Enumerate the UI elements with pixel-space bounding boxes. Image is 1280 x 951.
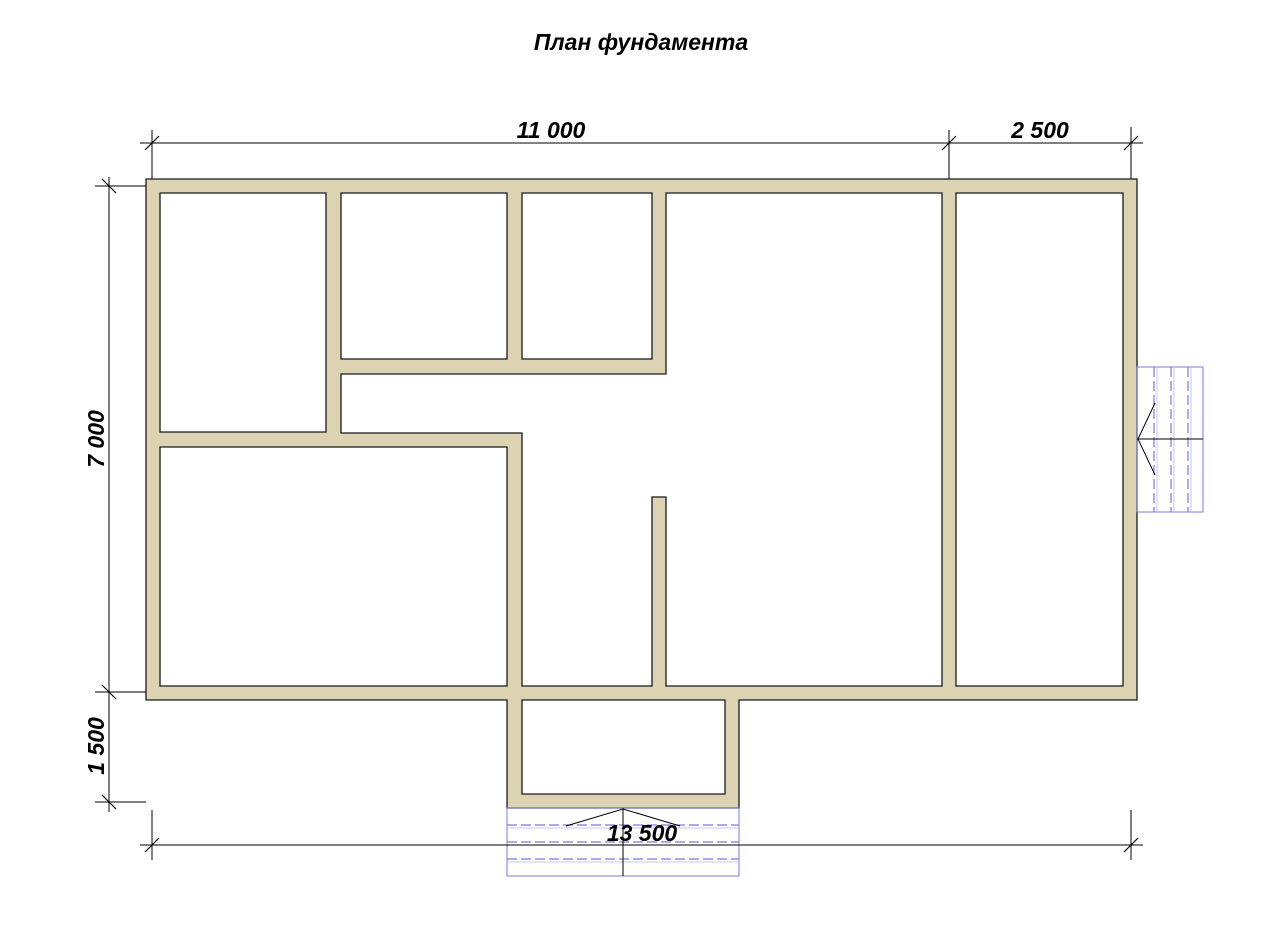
top-dimension-chain bbox=[140, 127, 1143, 179]
dimension-left-main: 7 000 bbox=[83, 410, 109, 468]
plan-title: План фундамента bbox=[534, 29, 749, 55]
bottom-dimension-chain bbox=[140, 810, 1143, 860]
dimension-top-right: 2 500 bbox=[1010, 117, 1069, 143]
foundation-walls bbox=[145, 178, 1138, 809]
right-porch-stairs bbox=[1136, 366, 1204, 513]
dimension-bottom-total: 13 500 bbox=[607, 820, 678, 846]
dimension-top-main: 11 000 bbox=[517, 117, 586, 143]
left-dimension-chain bbox=[95, 177, 146, 812]
dimension-left-bottom: 1 500 bbox=[83, 717, 109, 775]
